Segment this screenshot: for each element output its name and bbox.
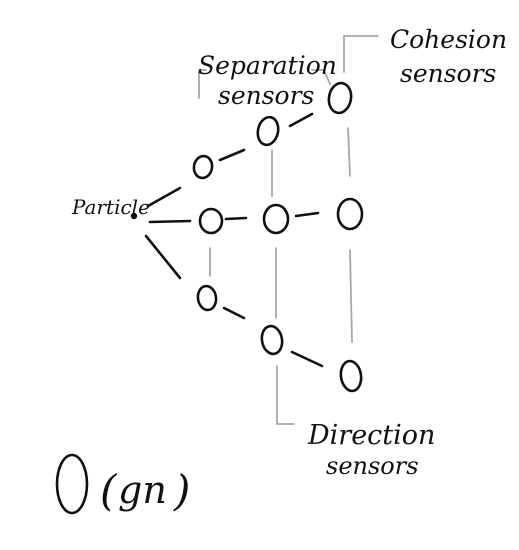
sensor-link [222,306,246,320]
cohesion-label-line2: sensors [400,59,496,88]
guide-vertical-right [349,249,353,343]
sensor-link [294,211,320,218]
guide-vertical-right-top [347,127,351,177]
separation-bracket [198,69,207,99]
sensor-link [290,350,324,368]
complexity-paren-close: ) [173,466,190,515]
particle-group [130,186,192,280]
sensor-node [336,197,364,231]
particle-dot [130,212,138,220]
particle-label: Particle [71,195,150,219]
sensor-node [196,284,218,312]
guide-lines [198,35,379,425]
ray-middle [148,219,192,224]
sensor-link [224,216,248,221]
complexity-note: ( gn ) [55,453,190,515]
separation-label-line2: sensors [218,81,314,110]
middle-sensor-row [198,197,364,235]
cohesion-label-line1: Cohesion [390,25,507,54]
separation-label-line1: Separation [198,51,337,80]
sensor-link [218,148,246,162]
sensor-node [260,324,284,356]
lower-sensor-row [196,284,363,393]
sensor-node [339,359,363,393]
ray-upper [146,186,182,208]
sensor-node [198,207,224,235]
direction-label-line2: sensors [326,452,419,480]
labels: Particle Separation sensors Cohesion sen… [71,25,507,480]
sensor-node [262,203,290,235]
upper-sensor-row [192,81,353,180]
direction-label-line1: Direction [307,420,435,451]
complexity-paren-open: ( [100,466,118,515]
cohesion-bracket [343,35,379,73]
sensor-link [288,112,314,128]
sensor-node [256,115,280,147]
sensor-node [192,154,214,180]
big-o-symbol [55,453,89,515]
ray-lower [144,234,182,280]
sensor-node [327,81,353,115]
separation-bracket-right [311,69,331,85]
guide-vertical-middle-lower [276,365,295,425]
complexity-expression: gn [118,468,167,512]
